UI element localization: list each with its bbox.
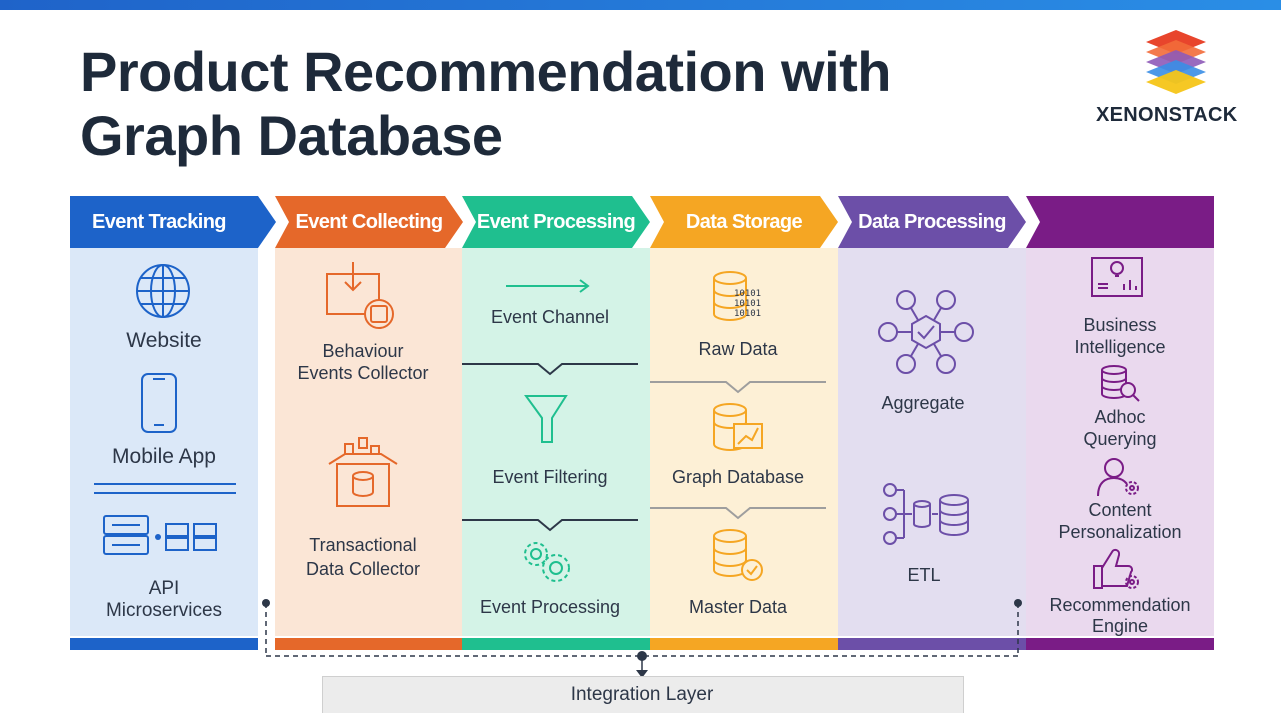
label-recommendation: Recommendation bbox=[1049, 595, 1191, 615]
label-api: API bbox=[148, 578, 180, 599]
svg-text:10101: 10101 bbox=[734, 289, 761, 299]
label-event-processing-item: Event Processing bbox=[479, 597, 621, 617]
page-title: Product Recommendation with Graph Databa… bbox=[80, 40, 892, 167]
column-event-collecting: Event Collecting Behaviour Events Collec… bbox=[275, 196, 463, 650]
label-event-channel: Event Channel bbox=[490, 307, 610, 327]
label-intelligence: Intelligence bbox=[1074, 337, 1166, 357]
label-adhoc: Adhoc bbox=[1094, 407, 1146, 427]
column-data-storage: Data Storage 10101 10101 10101 Raw Data … bbox=[650, 196, 838, 650]
label-transactional: Transactional bbox=[309, 535, 417, 555]
label-raw-data: Raw Data bbox=[698, 339, 778, 359]
label-data-collector: Data Collector bbox=[305, 559, 421, 579]
mobile-phone-icon bbox=[141, 373, 177, 433]
api-servers-icon bbox=[103, 515, 217, 555]
column-outputs: Business Intelligence Adhoc Querying Con… bbox=[1026, 196, 1214, 650]
database-search-icon bbox=[1101, 365, 1140, 402]
label-engine: Engine bbox=[1091, 616, 1149, 636]
master-data-icon bbox=[713, 529, 763, 581]
label-events-collector: Events Collector bbox=[297, 363, 429, 383]
header-data-processing: Data Processing bbox=[858, 211, 1006, 233]
label-website: Website bbox=[126, 329, 202, 352]
user-settings-icon bbox=[1097, 458, 1139, 497]
header-data-storage: Data Storage bbox=[685, 211, 803, 233]
graph-database-icon bbox=[713, 403, 763, 451]
label-mobile-app: Mobile App bbox=[112, 445, 216, 468]
arrow-right-icon bbox=[506, 279, 590, 293]
business-intelligence-icon bbox=[1091, 257, 1143, 297]
funnel-filter-icon bbox=[524, 395, 568, 443]
divider-chevron-4 bbox=[650, 507, 826, 520]
label-microservices: Microservices bbox=[105, 600, 223, 621]
label-behaviour: Behaviour bbox=[322, 341, 404, 361]
label-graph-database: Graph Database bbox=[671, 467, 805, 487]
column-event-tracking: Event Tracking Website Mobile App API Mi… bbox=[70, 196, 276, 650]
collector-box-icon bbox=[326, 262, 394, 329]
divider-chevron-2 bbox=[462, 519, 638, 532]
svg-text:10101: 10101 bbox=[734, 309, 761, 319]
header-event-tracking: Event Tracking bbox=[92, 211, 226, 233]
globe-icon bbox=[136, 264, 190, 318]
label-personalization: Personalization bbox=[1058, 522, 1182, 542]
etl-pipeline-icon bbox=[883, 483, 969, 545]
divider-chevron-3 bbox=[650, 381, 826, 394]
column-event-processing: Event Processing Event Channel Event Fil… bbox=[462, 196, 650, 650]
header-event-processing: Event Processing bbox=[476, 211, 636, 233]
integration-layer-label: Integration Layer bbox=[570, 684, 714, 705]
integration-layer-box bbox=[322, 676, 964, 713]
database-binary-icon: 10101 10101 10101 bbox=[713, 271, 761, 321]
thumbs-up-gear-icon bbox=[1093, 548, 1139, 589]
label-event-filtering: Event Filtering bbox=[492, 467, 608, 487]
gears-icon bbox=[524, 542, 570, 582]
label-aggregate: Aggregate bbox=[881, 393, 965, 413]
label-querying: Querying bbox=[1083, 429, 1157, 449]
xenonstack-logo-icon bbox=[1146, 30, 1206, 94]
label-etl: ETL bbox=[907, 565, 941, 585]
label-content: Content bbox=[1088, 500, 1152, 520]
aggregate-network-icon bbox=[878, 290, 974, 374]
divider-chevron-1 bbox=[462, 363, 638, 376]
svg-text:10101: 10101 bbox=[734, 299, 761, 309]
header-event-collecting: Event Collecting bbox=[295, 211, 443, 233]
logo-wordmark: XENONSTACK bbox=[1096, 104, 1238, 126]
top-accent-bar bbox=[0, 0, 1281, 10]
transaction-box-icon bbox=[328, 437, 398, 507]
label-business: Business bbox=[1083, 315, 1157, 335]
column-data-processing: Data Processing Aggregate ETL bbox=[838, 196, 1026, 650]
label-master-data: Master Data bbox=[688, 597, 788, 617]
